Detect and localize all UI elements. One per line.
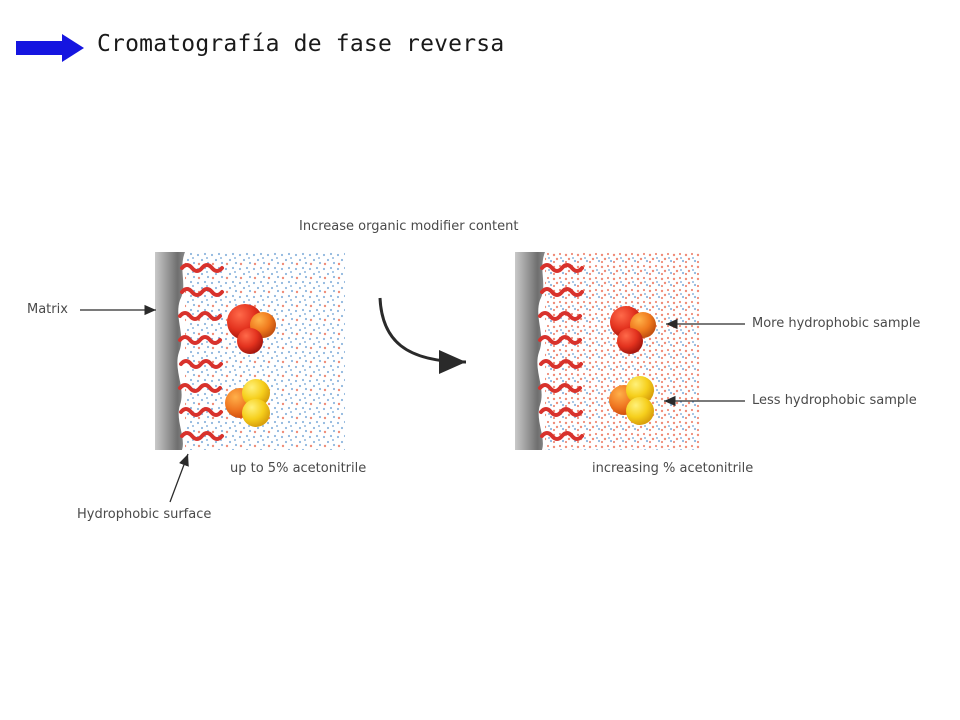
right-panel	[515, 252, 700, 450]
more-hydrophobic-label: More hydrophobic sample	[752, 316, 920, 331]
left-panel	[155, 252, 345, 450]
matrix-label: Matrix	[27, 302, 68, 317]
high-acetonitrile-caption: increasing % acetonitrile	[592, 461, 753, 476]
surface-pointer	[170, 454, 188, 502]
matrix-wall-right	[515, 252, 545, 450]
low-acetonitrile-caption: up to 5% acetonitrile	[230, 461, 366, 476]
matrix-wall-left	[155, 252, 185, 450]
less-hydrophobic-label: Less hydrophobic sample	[752, 393, 917, 408]
process-arrow	[380, 298, 466, 362]
organic-modifier-label: Increase organic modifier content	[299, 219, 518, 234]
hydrophobic-surface-label: Hydrophobic surface	[77, 507, 211, 522]
